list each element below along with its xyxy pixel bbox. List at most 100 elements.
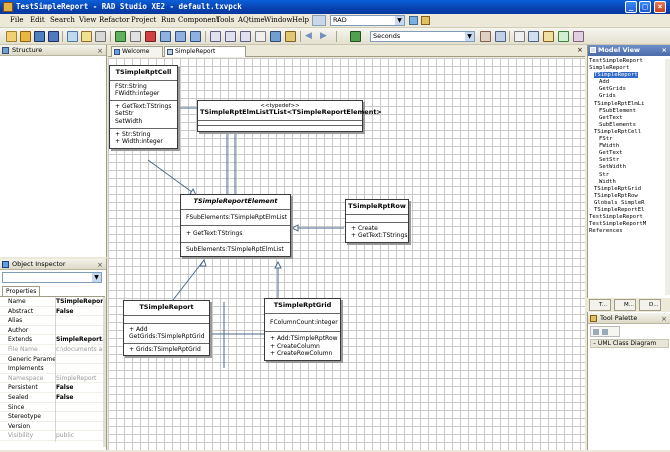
save-all-icon[interactable] [48,31,59,42]
layout-combo[interactable]: RAD ▼ [330,15,405,26]
tree-node[interactable]: SimpleReport [588,65,670,72]
property-value[interactable]: SimpleReport. [56,336,104,344]
tree-node[interactable]: GetText [588,115,670,122]
class-tsimplereport[interactable]: TSimpleReport + Add GetGrids:TSimpleRptG… [123,300,210,357]
scrollbar[interactable] [665,59,670,295]
tree-node[interactable]: TSimpleReportEl [588,207,670,214]
close-icon[interactable]: × [661,46,667,54]
tree-node[interactable]: SetStr [588,157,670,164]
menu-tools[interactable]: Tools [216,16,235,24]
tab-model-view-mini[interactable]: M... [614,299,636,311]
palette-toolbar[interactable] [590,326,620,337]
tree-node[interactable]: Grids [588,93,670,100]
tree-node[interactable]: FWidth [588,143,670,150]
property-row[interactable]: Author [0,326,104,336]
property-value[interactable]: c:\documents an [56,346,104,353]
tree-node[interactable]: SetWidth [588,164,670,171]
chevron-down-icon[interactable]: ▼ [465,32,474,41]
minimize-button[interactable]: _ [625,1,637,13]
tab-tool-palette-mini[interactable]: T... [589,299,611,311]
object-selector[interactable]: ▼ [2,272,102,283]
close-icon[interactable]: × [97,261,103,269]
property-value[interactable]: SimpleReport [56,374,97,382]
close-icon[interactable]: × [661,315,667,323]
tree-node[interactable]: TSimpleRptRow [588,193,670,200]
tree-node[interactable]: GetText [588,150,670,157]
close-icon[interactable]: × [97,47,103,55]
property-value[interactable]: False [56,384,74,392]
tree-node[interactable]: FStr [588,136,670,143]
class-tsimplerptrow[interactable]: TSimpleRptRow + Create + GetText:TString… [345,199,409,243]
layout-icon[interactable] [312,15,326,26]
tab-simple-report-diagram[interactable]: SimpleReport [diagram] [164,46,246,65]
save-layout-icon[interactable] [409,16,418,25]
desktop-icon[interactable] [350,31,361,42]
view-unit-icon[interactable] [225,31,236,42]
tree-node[interactable]: Width [588,179,670,186]
property-row[interactable]: Stereotype [0,412,104,422]
menu-component[interactable]: Component [178,16,219,24]
menu-run[interactable]: Run [161,16,176,24]
diagram-tool-icon[interactable] [495,31,506,42]
menu-help[interactable]: Help [292,16,309,24]
zoom-tool-icon[interactable] [528,31,539,42]
tree-node[interactable]: Str [588,172,670,179]
class-tsimplereportelement[interactable]: TSimpleReportElement FSubElements:TSimpl… [180,194,291,258]
menu-file[interactable]: File [10,16,24,24]
tree-node[interactable]: FSubElement [588,108,670,115]
tree-node[interactable]: TSimpleRptElmLi [588,101,670,108]
forward-icon[interactable]: ▶ [320,31,327,41]
step-over-icon[interactable] [160,31,171,42]
close-button[interactable]: × [654,1,666,13]
property-row[interactable]: Alias [0,316,104,326]
run-icon[interactable] [115,31,126,42]
property-value[interactable]: public [56,432,75,440]
check-tool-icon[interactable] [558,31,569,42]
menu-refactor[interactable]: Refactor [99,16,130,24]
layout-tool-icon[interactable] [514,31,525,42]
close-icon[interactable]: × [577,46,583,54]
tree-node[interactable]: SubElements [588,122,670,129]
desktop-combo[interactable]: Seconds ▼ [370,31,475,42]
lock-layout-icon[interactable] [421,16,430,25]
trace-into-icon[interactable] [175,31,186,42]
property-row[interactable]: Since [0,403,104,413]
property-value[interactable]: False [56,394,74,401]
menu-aqtime[interactable]: AQtime [238,16,265,24]
property-row[interactable]: Generic Paramete [0,355,104,365]
note-tool-icon[interactable] [543,31,554,42]
menu-project[interactable]: Project [131,16,157,24]
tree-node[interactable]: References [588,228,670,235]
tree-node[interactable]: TestSimpleReportM [588,221,670,228]
new-icon[interactable] [6,31,17,42]
new-form-icon[interactable] [255,31,266,42]
menu-window[interactable]: Window [264,16,293,24]
class-tsimplerptcell[interactable]: TSimpleRptCell FStr:String FWidth:intege… [109,65,178,149]
tree-node[interactable]: TestSimpleReport [588,58,670,65]
tree-node[interactable]: Globals SimpleR [588,200,670,207]
search-icon[interactable] [602,329,608,335]
uml-tool-icon[interactable] [480,31,491,42]
maximize-button[interactable]: □ [639,1,651,13]
audit-tool-icon[interactable] [573,31,584,42]
menu-view[interactable]: View [79,16,97,24]
help-icon[interactable] [270,31,281,42]
open-project-icon[interactable] [67,31,78,42]
remove-file-icon[interactable] [95,31,106,42]
menu-edit[interactable]: Edit [30,16,45,24]
tab-properties[interactable]: Properties [2,286,40,296]
pause-icon[interactable] [130,31,141,42]
tree-node[interactable]: TSimpleReport [588,72,670,79]
chevron-down-icon[interactable]: ▼ [92,273,101,282]
bookmark-icon[interactable] [285,31,296,42]
class-tsimplerptelmlist[interactable]: <<typedef>> TSimpleRptElmListTList<TSimp… [197,100,382,132]
palette-category[interactable]: – UML Class Diagram [590,339,669,348]
